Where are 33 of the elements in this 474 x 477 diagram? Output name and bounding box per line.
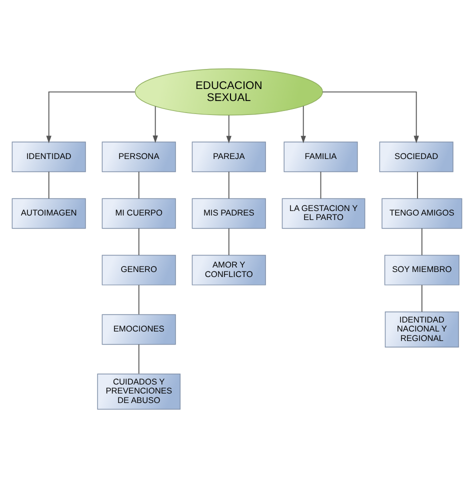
- node-box: IDENTIDAD: [12, 141, 86, 172]
- node-box: MI CUERPO: [102, 198, 176, 228]
- arrow: [46, 90, 136, 143]
- node-box: GENERO: [102, 254, 176, 285]
- arrow: [300, 105, 306, 143]
- connector: [320, 170, 322, 198]
- connector: [138, 170, 140, 198]
- connector: [417, 170, 418, 198]
- node-box: EMOCIONES: [102, 314, 176, 344]
- node-box: FAMILIA: [284, 141, 358, 172]
- node-box: SOY MIEMBRO: [384, 254, 460, 285]
- connector: [138, 227, 140, 256]
- connector: [228, 227, 230, 256]
- node-box: MIS PADRES: [192, 198, 266, 228]
- connector: [421, 284, 422, 312]
- connector: [138, 284, 140, 314]
- node-box: PERSONA: [102, 141, 176, 172]
- node-ellipse: EDUCACION SEXUAL: [134, 68, 323, 115]
- connector: [138, 344, 140, 374]
- connector: [228, 170, 230, 198]
- connector: [421, 227, 422, 256]
- node-box: PAREJA: [192, 141, 266, 172]
- connector: [48, 170, 50, 198]
- node-box: AUTOIMAGEN: [12, 198, 86, 228]
- node-box: IDENTIDAD NACIONAL Y REGIONAL: [384, 310, 459, 347]
- arrow: [152, 105, 158, 142]
- arrow: [226, 114, 232, 143]
- node-box: SOCIEDAD: [379, 141, 454, 172]
- node-box: AMOR Y CONFLICTO: [192, 254, 266, 285]
- node-box: LA GESTACION Y EL PARTO: [282, 198, 366, 228]
- node-box: CUIDADOS Y PREVENCIONES DE ABUSO: [97, 373, 181, 410]
- node-box: TENGO AMIGOS: [382, 198, 462, 228]
- arrow: [322, 90, 419, 143]
